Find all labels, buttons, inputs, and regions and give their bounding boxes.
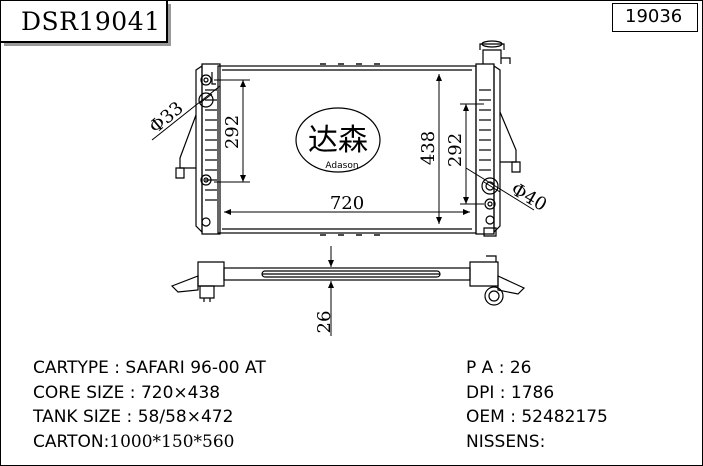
radiator-front-view — [175, 40, 521, 237]
logo-chinese: 达森 — [308, 123, 368, 158]
spec-oem: OEM : 52482175 — [466, 407, 608, 427]
inlet-neck — [198, 92, 214, 108]
left-tank — [175, 63, 221, 235]
spec-list-left: CARTYPE : SAFARI 96-00 AT CORE SIZE : 72… — [33, 356, 266, 454]
thickness-dimension-label: 26 — [314, 311, 335, 334]
right-tank — [475, 40, 521, 237]
spec-pa: P A : 26 — [466, 358, 532, 378]
outlet-neck — [481, 177, 499, 195]
spec-cartype: CARTYPE : SAFARI 96-00 AT — [33, 358, 266, 378]
part-number: DSR19041 — [21, 7, 161, 36]
spec-core-size: CORE SIZE : 720×438 — [33, 382, 221, 403]
width-dimension-label: 720 — [330, 193, 364, 214]
inlet-leader-line — [151, 85, 221, 141]
spec-list-right: P A : 26 DPI : 1786 OEM : 52482175 NISSE… — [466, 356, 608, 454]
inlet-diameter-label: Φ33 — [145, 98, 187, 138]
outlet-pipe — [484, 286, 504, 306]
logo-latin: Adason — [325, 161, 358, 171]
spec-tank-size: TANK SIZE : 58/58×472 — [33, 407, 234, 427]
radiator-top-view — [170, 255, 526, 306]
reference-number-box: 19036 — [612, 3, 698, 32]
reference-number: 19036 — [625, 6, 683, 27]
right-tank-dimension-label: 292 — [445, 133, 466, 167]
dimension-lines — [151, 74, 535, 224]
height-dimension-label: 438 — [418, 131, 439, 165]
left-tank-dimension-label: 292 — [222, 115, 243, 149]
spec-dpi: DPI : 1786 — [466, 382, 555, 403]
spec-carton: CARTON:1000*150*560 — [33, 431, 235, 452]
core-fin-clips — [320, 63, 380, 236]
outlet-leader-line — [465, 167, 535, 211]
filler-cap — [479, 40, 511, 64]
outlet-diameter-label: Φ40 — [507, 179, 550, 216]
part-number-box: DSR19041 — [1, 1, 168, 43]
spec-nissens: NISSENS: — [466, 431, 546, 452]
logo-oval — [295, 107, 381, 173]
